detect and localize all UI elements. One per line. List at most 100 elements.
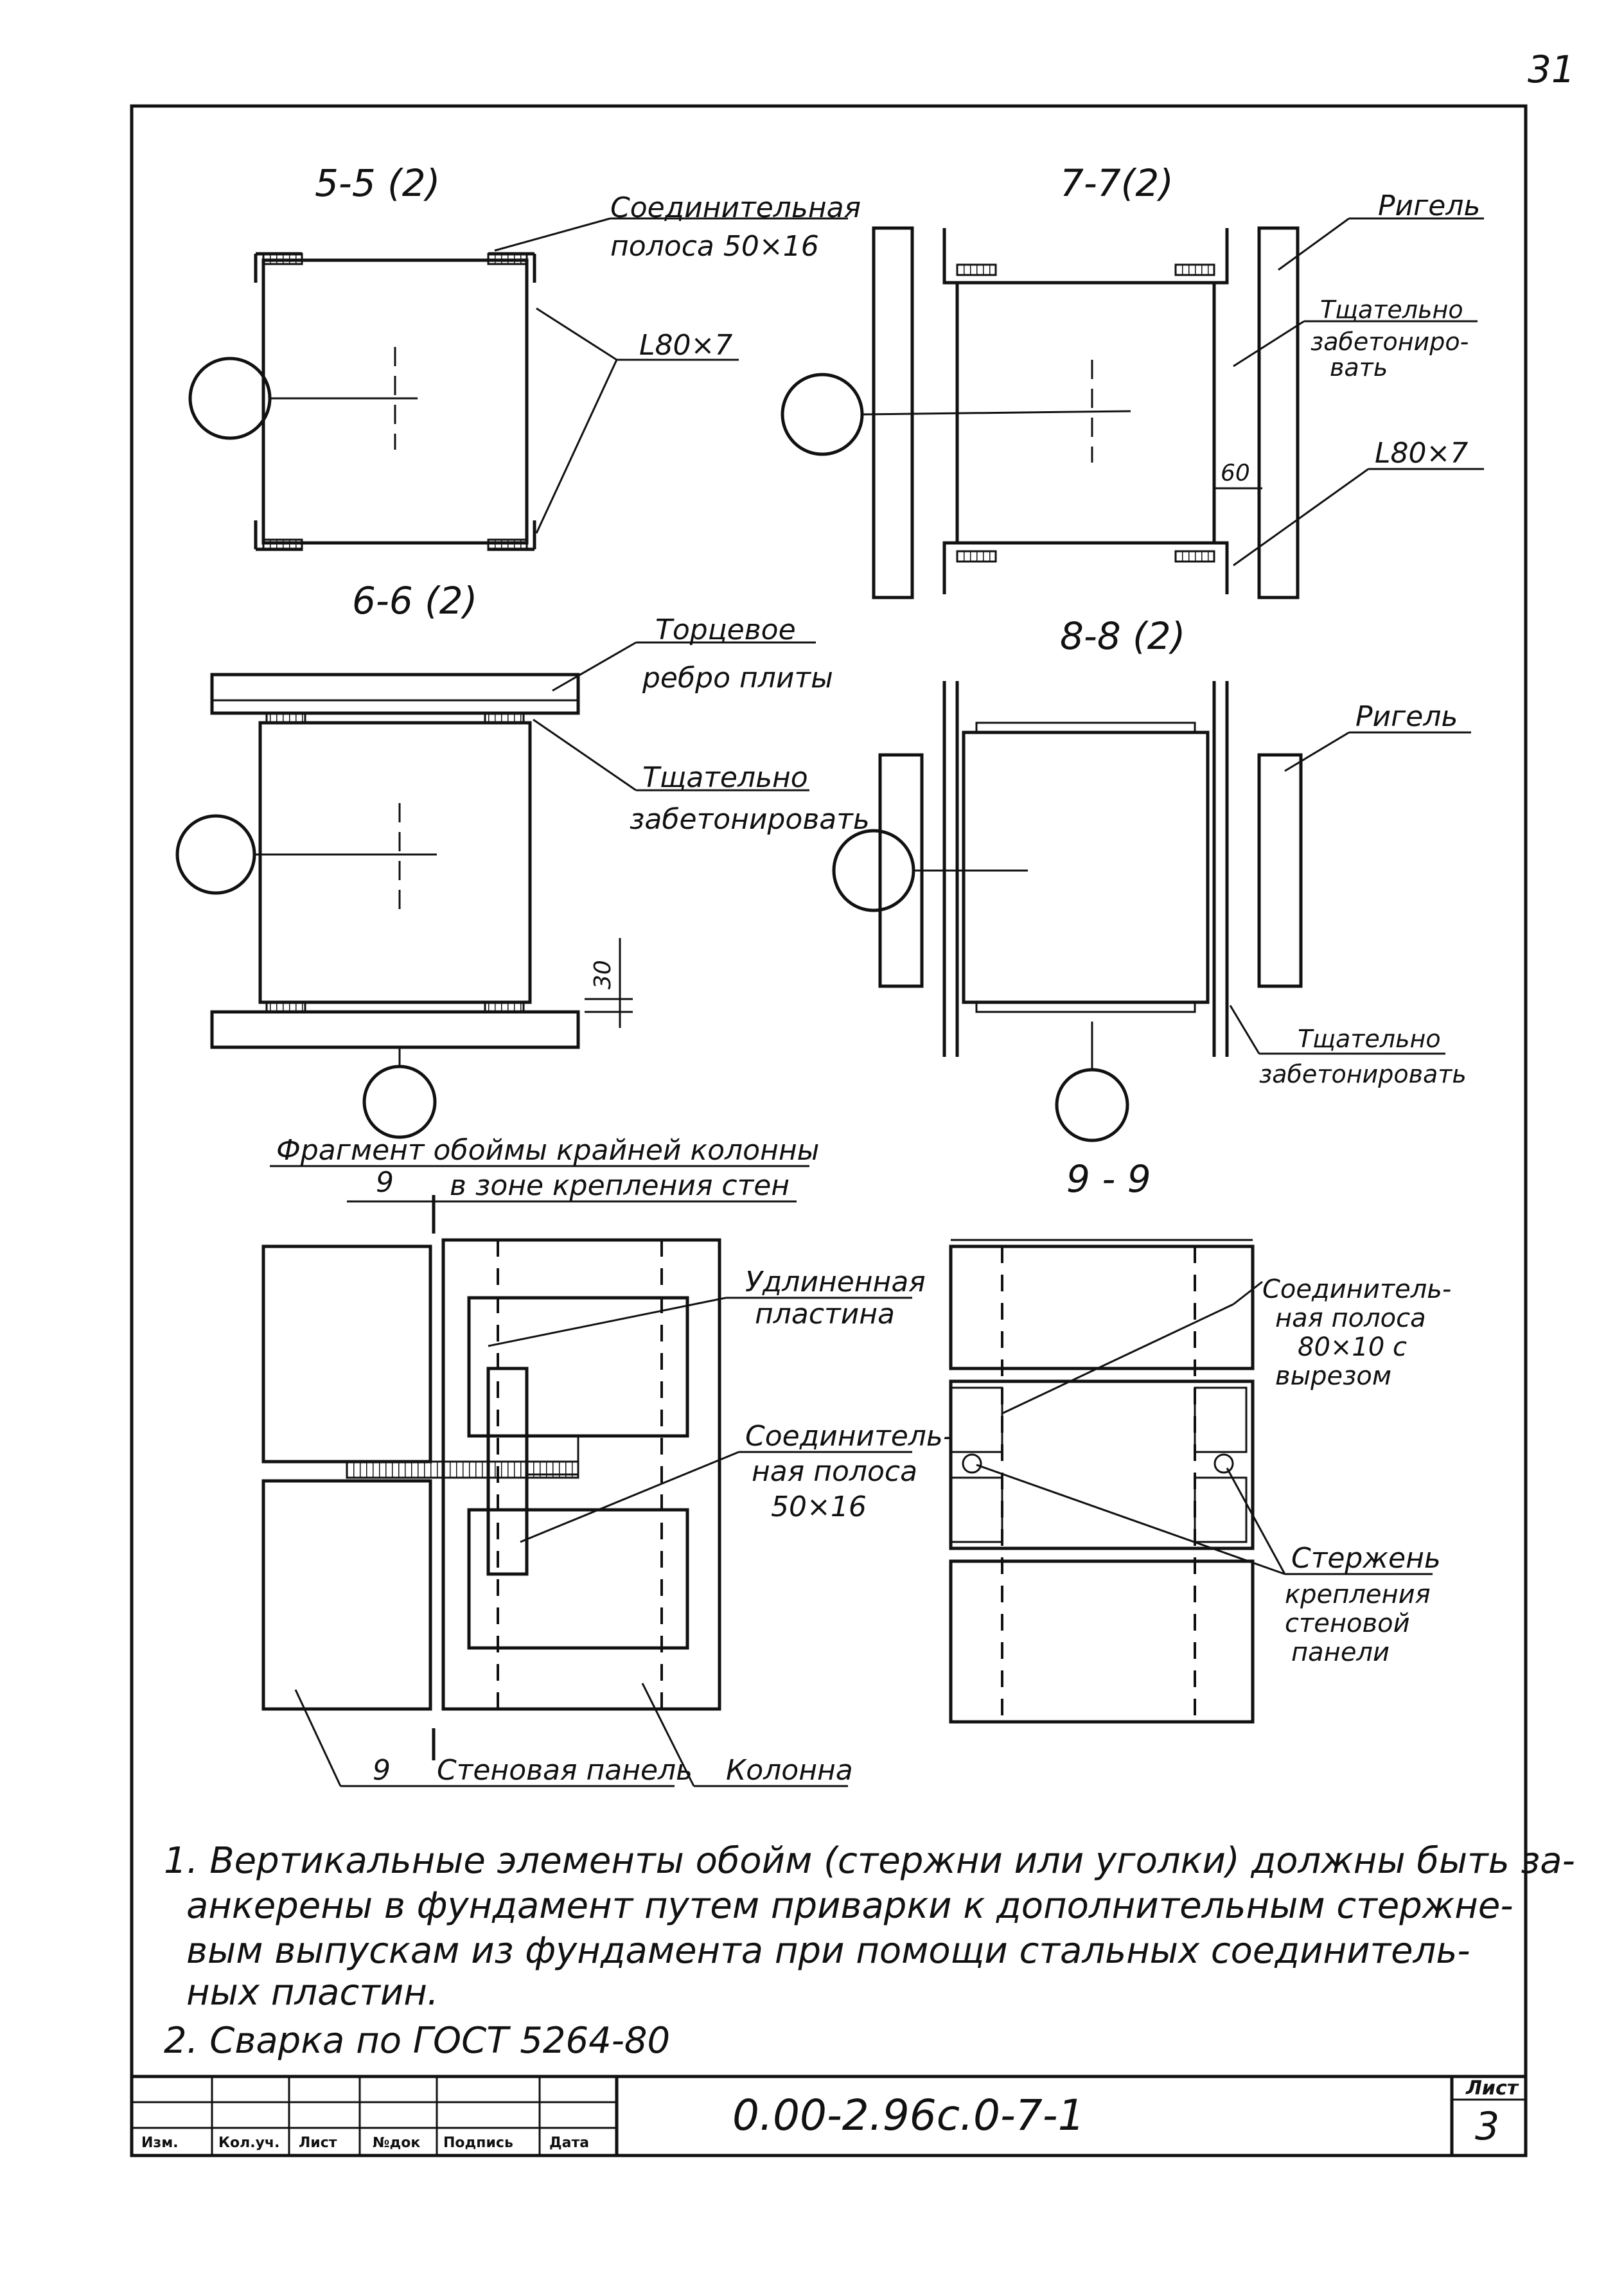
leader-line bbox=[520, 1451, 739, 1543]
riegel-label: Ригель bbox=[1378, 190, 1480, 222]
strip-label: Соединитель- bbox=[1262, 1275, 1451, 1304]
strip-with-cutout bbox=[1194, 1476, 1248, 1543]
weld-bead bbox=[265, 712, 306, 724]
concrete-label: Тщательно bbox=[1298, 1025, 1441, 1053]
rib-label: ребро плиты bbox=[642, 662, 833, 695]
column-cross-section bbox=[962, 730, 1210, 1004]
strip-label: вырезом bbox=[1275, 1361, 1391, 1391]
note-line: 2. Сварка по ГОСТ 5264-80 bbox=[164, 2020, 670, 2062]
leader-line bbox=[1284, 731, 1350, 772]
title-block-header: Кол.уч. bbox=[218, 2135, 279, 2151]
leader-line bbox=[641, 1683, 695, 1787]
concrete-label: Тщательно bbox=[642, 761, 808, 794]
riegel-wall bbox=[1257, 753, 1303, 988]
drawing-designation: 0.00-2.96с.0-7-1 bbox=[732, 2091, 1085, 2140]
note-line: ных пластин. bbox=[186, 1972, 439, 2014]
plate-label: Удлиненная bbox=[745, 1266, 926, 1298]
strip-label: полоса 50×16 bbox=[610, 230, 819, 263]
title-block-header: Подпись bbox=[443, 2135, 513, 2151]
riegel-label: Ригель bbox=[1355, 700, 1458, 733]
general-notes: 1. Вертикальные элементы обойм (стержни … bbox=[164, 1840, 1575, 2062]
drawing-frame bbox=[130, 104, 1528, 2157]
leader-line bbox=[1229, 1005, 1260, 1054]
angle-profile bbox=[942, 228, 1229, 285]
column-segment bbox=[949, 1559, 1255, 1724]
fragment-view: Фрагмент обоймы крайней колонны в зоне к… bbox=[261, 1134, 953, 1787]
section-6-6-title: 6-6 (2) bbox=[352, 579, 477, 623]
riegel-wall bbox=[872, 226, 914, 599]
axis-marker bbox=[781, 373, 864, 456]
cut-mark-9-top: 9 bbox=[376, 1166, 394, 1199]
wall-panel-upper bbox=[261, 1244, 432, 1464]
slab-rib-top bbox=[210, 673, 580, 715]
fragment-title: в зоне крепления стен bbox=[450, 1169, 790, 1202]
leader-line bbox=[535, 359, 618, 534]
concrete-label: забетонировать bbox=[630, 803, 870, 836]
concrete-label: забетонировать bbox=[1259, 1060, 1467, 1088]
angle-label: L80×7 bbox=[1375, 437, 1468, 470]
title-block-header: Изм. bbox=[141, 2135, 179, 2151]
section-9-9: 9 - 9 Соединитель- ная полоса 80×10 с вы… bbox=[949, 1157, 1451, 1724]
strip-label: Соединитель- bbox=[745, 1420, 953, 1453]
column-segment bbox=[949, 1244, 1255, 1370]
rod-label: Стержень bbox=[1291, 1542, 1441, 1575]
anchor-rod bbox=[346, 1460, 579, 1479]
section-5-5-title: 5-5 (2) bbox=[315, 161, 440, 205]
wall-panel-lower bbox=[261, 1479, 432, 1711]
leader-line bbox=[1278, 217, 1350, 271]
wall-panel-label: Стеновая панель bbox=[437, 1754, 693, 1787]
sheet-label: Лист bbox=[1465, 2077, 1519, 2100]
column-cross-section bbox=[258, 721, 532, 1004]
leader-line bbox=[1233, 1280, 1263, 1306]
column-cross-section bbox=[261, 258, 529, 545]
strip-label: 80×10 с bbox=[1298, 1332, 1407, 1362]
strip-with-cutout bbox=[949, 1476, 1003, 1543]
leader-line bbox=[552, 641, 637, 692]
fragment-title: Фрагмент обоймы крайней колонны bbox=[276, 1134, 819, 1167]
section-8-8-title: 8-8 (2) bbox=[1060, 614, 1185, 658]
concrete-label: забетониро- bbox=[1311, 328, 1469, 356]
leader-line bbox=[494, 217, 611, 252]
leader-line bbox=[536, 307, 617, 361]
strip-with-cutout bbox=[1194, 1386, 1248, 1453]
leader-line bbox=[488, 1297, 727, 1347]
note-line: вым выпускам из фундамента при помощи ст… bbox=[186, 1930, 1470, 1972]
leader-line bbox=[1226, 1467, 1286, 1575]
weld-bead bbox=[1174, 263, 1215, 276]
title-block-header: Лист bbox=[299, 2135, 337, 2151]
section-7-7: 7-7(2) Ригель Тщательно забетониро- вать… bbox=[781, 161, 1484, 599]
leader-line bbox=[976, 1464, 1285, 1575]
title-block-header: №док bbox=[373, 2135, 420, 2151]
title-block-header: Дата bbox=[549, 2135, 589, 2151]
concrete-label: Тщательно bbox=[1320, 296, 1463, 324]
weld-bead bbox=[487, 252, 528, 265]
axis-marker bbox=[1055, 1068, 1129, 1142]
plate-label: пластина bbox=[755, 1298, 895, 1331]
weld-bead bbox=[956, 263, 997, 276]
weld-bead bbox=[487, 538, 528, 551]
leader-line bbox=[294, 1689, 342, 1787]
anchor-rod-section bbox=[1214, 1453, 1234, 1474]
dimension-60: 60 bbox=[1221, 460, 1250, 486]
note-line: 1. Вертикальные элементы обойм (стержни … bbox=[164, 1840, 1575, 1882]
axis-line bbox=[861, 410, 1131, 416]
section-5-5: 5-5 (2) Соединительная полоса 50×16 L80×… bbox=[188, 161, 861, 551]
dimension-30: 30 bbox=[590, 960, 616, 989]
strip-with-cutout bbox=[949, 1386, 1003, 1453]
strip-label: 50×16 bbox=[771, 1491, 867, 1523]
section-9-9-title: 9 - 9 bbox=[1066, 1157, 1151, 1201]
axis-marker bbox=[832, 829, 915, 912]
strip-label: Соединительная bbox=[610, 191, 861, 224]
strip bbox=[975, 721, 1196, 734]
axis-marker bbox=[188, 357, 272, 440]
section-6-6: 6-6 (2) Торцевое ребро плиты Тщательно з… bbox=[175, 579, 870, 1139]
axis-marker bbox=[175, 814, 256, 895]
rib-label: Торцевое bbox=[655, 614, 796, 646]
leader-line bbox=[1002, 1303, 1234, 1415]
angle-label: L80×7 bbox=[639, 329, 732, 362]
riegel-wall bbox=[1257, 226, 1300, 599]
strip-label: ная полоса bbox=[1275, 1304, 1426, 1333]
concrete-label: вать bbox=[1330, 353, 1388, 382]
sheet-number: 3 bbox=[1475, 2104, 1499, 2149]
weld-bead bbox=[484, 712, 525, 724]
